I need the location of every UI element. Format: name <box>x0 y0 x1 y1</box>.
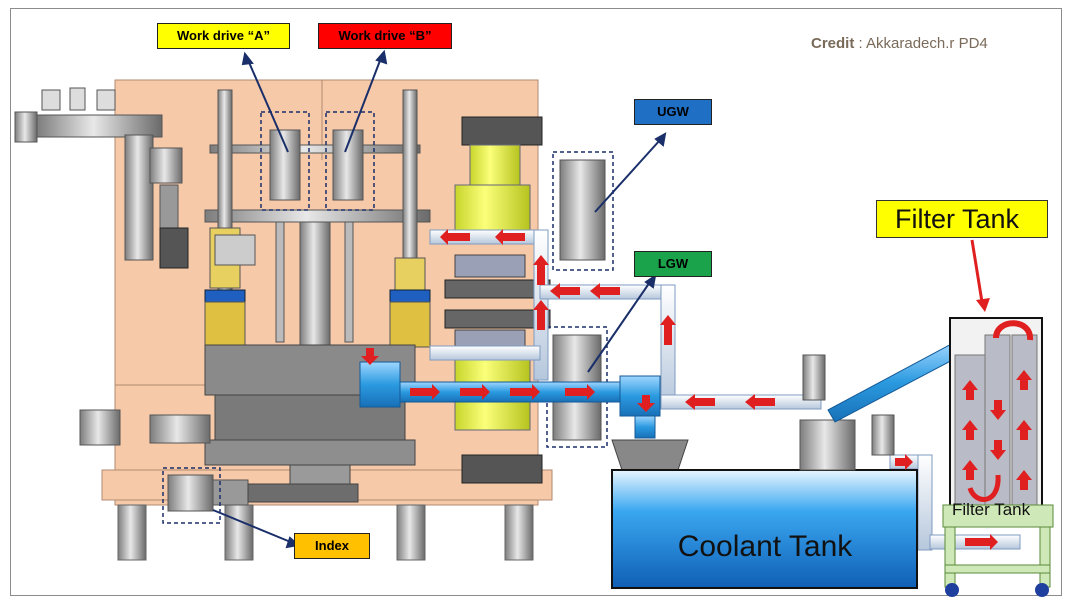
label-lgw: LGW <box>634 251 712 277</box>
label-index: Index <box>294 533 370 559</box>
label-filter-tank-small: Filter Tank <box>952 500 1031 519</box>
flow-arrows <box>361 229 1032 550</box>
chip-funnel <box>611 439 689 471</box>
spindle-assembly <box>204 89 431 348</box>
pump-and-conveyor <box>799 341 963 471</box>
callout-lines <box>212 49 667 549</box>
label-coolant-tank: Coolant Tank <box>677 530 853 563</box>
coolant-tank <box>611 469 918 589</box>
label-ugw: UGW <box>634 99 712 125</box>
filter-tank-flow-curve <box>993 320 1033 341</box>
label-filter-tank: Filter Tank <box>876 200 1048 238</box>
filter-tank-pointer-line <box>970 239 984 303</box>
label-work-drive-b: Work drive “B” <box>318 23 452 49</box>
work-drive-motors <box>260 111 375 211</box>
label-work-drive-a: Work drive “A” <box>157 23 290 49</box>
machine-legs <box>117 504 534 561</box>
filter-tank-pointer-head <box>976 298 990 312</box>
actuator-top-left <box>14 87 189 269</box>
diagram-frame <box>10 8 1062 596</box>
credit-text: Credit : Akkaradech.r PD4 <box>811 35 988 52</box>
index-motor <box>162 467 359 524</box>
filter-tank-bottom-curve <box>967 474 1001 502</box>
